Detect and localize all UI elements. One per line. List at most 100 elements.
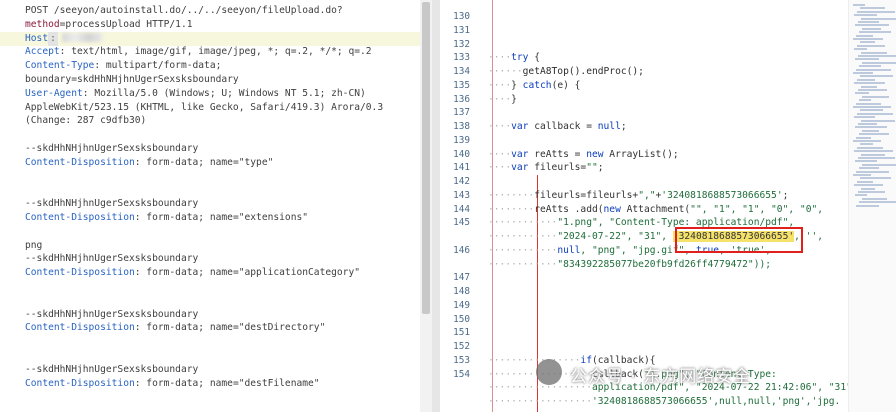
token: null xyxy=(597,121,621,132)
token: --skdHhNHjhnUgerSexsksboundary xyxy=(25,253,199,265)
line-number-gutter xyxy=(440,0,484,412)
wechat-icon xyxy=(536,359,562,385)
token: : text/html, image/gif, image/jpeg, *; q… xyxy=(59,46,372,58)
token: ············ xyxy=(488,231,558,242)
vertical-scrollbar[interactable] xyxy=(420,0,432,412)
request-line: method=processUpload HTTP/1.1 xyxy=(0,18,420,32)
pane-divider[interactable] xyxy=(432,0,440,412)
line-text: ············"834392285077be20fb9fd26ff47… xyxy=(488,258,771,272)
token: '3240818688573066655' xyxy=(661,189,783,201)
line-number: 133 xyxy=(453,52,470,64)
line-text: ······getA8Top().endProc(); xyxy=(488,65,644,79)
minimap-line xyxy=(858,21,879,23)
request-line xyxy=(0,170,420,184)
minimap-line xyxy=(853,4,865,6)
token: Content-Type xyxy=(25,60,95,72)
line-text: Content-Disposition: form-data; name="de… xyxy=(25,377,320,391)
token: + xyxy=(655,189,662,201)
minimap-line xyxy=(861,187,875,190)
minimap-line xyxy=(854,116,875,119)
line-number: 144 xyxy=(453,203,470,215)
line-text: (Change: 287 c9dfb30) xyxy=(25,114,146,128)
indent-guide-inner xyxy=(537,175,538,412)
request-line: Content-Disposition: form-data; name="ty… xyxy=(0,156,420,170)
line-text: boundary=skdHhNHjhnUgerSexsksboundary xyxy=(25,73,239,87)
http-request-pane[interactable]: POST /seeyon/autoinstall.do/../../seeyon… xyxy=(0,0,432,412)
request-line: Content-Disposition: form-data; name="de… xyxy=(0,377,420,391)
token: callback = xyxy=(528,121,598,132)
minimap-line xyxy=(862,27,881,30)
code-line: 133····try { xyxy=(440,51,850,65)
line-text: Content-Disposition: form-data; name="de… xyxy=(25,321,325,335)
token: reAtts = xyxy=(528,148,587,160)
minimap-line xyxy=(860,41,875,44)
token: ···· xyxy=(488,93,512,105)
line-number: 147 xyxy=(453,272,470,284)
request-line: boundary=skdHhNHjhnUgerSexsksboundary xyxy=(0,73,420,87)
request-line xyxy=(0,335,420,349)
line-text: User-Agent: Mozilla/5.0 (Windows; U; Win… xyxy=(25,87,366,101)
request-line: Content-Disposition: form-data; name="de… xyxy=(0,321,420,335)
line-number: 135 xyxy=(453,79,470,91)
minimap-line xyxy=(860,75,893,78)
minimap-line xyxy=(856,136,871,139)
redacted-host xyxy=(61,33,102,43)
line-text: ····} catch(e) { xyxy=(488,79,580,93)
line-number: 145 xyxy=(453,217,470,229)
code-line: 142 xyxy=(440,175,850,189)
line-text: ··················'3240818688573066655',… xyxy=(488,395,840,409)
token: "1.png", "Content-Type: application/pdf"… xyxy=(557,217,795,229)
token: , "png", "jpg.gif", xyxy=(580,244,696,256)
token: ,null,null,'png','jpg. xyxy=(713,396,841,407)
token: --skdHhNHjhnUgerSexsksboundary xyxy=(25,198,199,210)
minimap-line xyxy=(859,167,879,170)
request-line: Content-Disposition: form-data; name="ap… xyxy=(0,266,420,280)
code-line: 146············null, "png", "jpg.gif", t… xyxy=(440,244,850,258)
token: "1.png", "Content-Type: xyxy=(643,368,777,380)
line-number: 142 xyxy=(453,176,470,187)
minimap-line xyxy=(858,89,887,91)
minimap-line xyxy=(862,163,896,166)
token: , '', xyxy=(794,231,824,242)
code-minimap[interactable] xyxy=(848,0,896,412)
token: reAtts .add( xyxy=(534,203,604,215)
line-text: ··················application/pdf", "202… xyxy=(488,381,858,395)
token: ; xyxy=(597,162,604,174)
line-number: 149 xyxy=(453,299,470,311)
line-text: ········fileurls=fileurls+","+'324081868… xyxy=(488,189,788,203)
line-number: 154 xyxy=(453,368,470,380)
minimap-line xyxy=(857,78,875,81)
minimap-line xyxy=(853,106,891,108)
request-line xyxy=(0,390,420,404)
line-text: AppleWebKit/523.15 (KHTML, like Gecko, S… xyxy=(25,101,383,115)
scrollbar-thumb[interactable] xyxy=(422,2,430,314)
watermark-text: 公众号 · 东方网络安全 xyxy=(570,367,752,387)
token: (e) { xyxy=(551,79,581,91)
token: png xyxy=(25,239,43,251)
request-line: Content-Disposition: form-data; name="ex… xyxy=(0,211,420,225)
minimap-line xyxy=(862,95,889,98)
token: Content-Disposition xyxy=(25,212,135,223)
code-line: 143········fileurls=fileurls+","+'324081… xyxy=(440,189,850,203)
token: fileurls= xyxy=(528,162,587,174)
token: --skdHhNHjhnUgerSexsksboundary xyxy=(25,143,199,154)
token: ············ xyxy=(488,217,558,229)
token: null xyxy=(557,244,581,256)
token: ············ xyxy=(488,258,558,270)
minimap-line xyxy=(855,24,889,27)
line-number: 153 xyxy=(453,354,470,366)
line-number: 150 xyxy=(453,313,470,325)
line-text: Content-Disposition: form-data; name="ex… xyxy=(25,211,308,225)
code-line: 138····var callback = null; xyxy=(440,120,850,134)
line-text: --skdHhNHjhnUgerSexsksboundary xyxy=(25,252,198,266)
minimap-line xyxy=(858,157,895,159)
token: ···· xyxy=(488,52,512,64)
token: boundary=skdHhNHjhnUgerSexsksboundary xyxy=(25,74,239,85)
line-text: ············"2024-07-22", "31", '3240818… xyxy=(488,230,823,244)
token: : xyxy=(48,31,58,46)
minimap-line xyxy=(856,68,891,71)
line-number: 136 xyxy=(453,93,470,105)
code-line: 136····} xyxy=(440,93,850,107)
minimap-line xyxy=(860,7,885,10)
